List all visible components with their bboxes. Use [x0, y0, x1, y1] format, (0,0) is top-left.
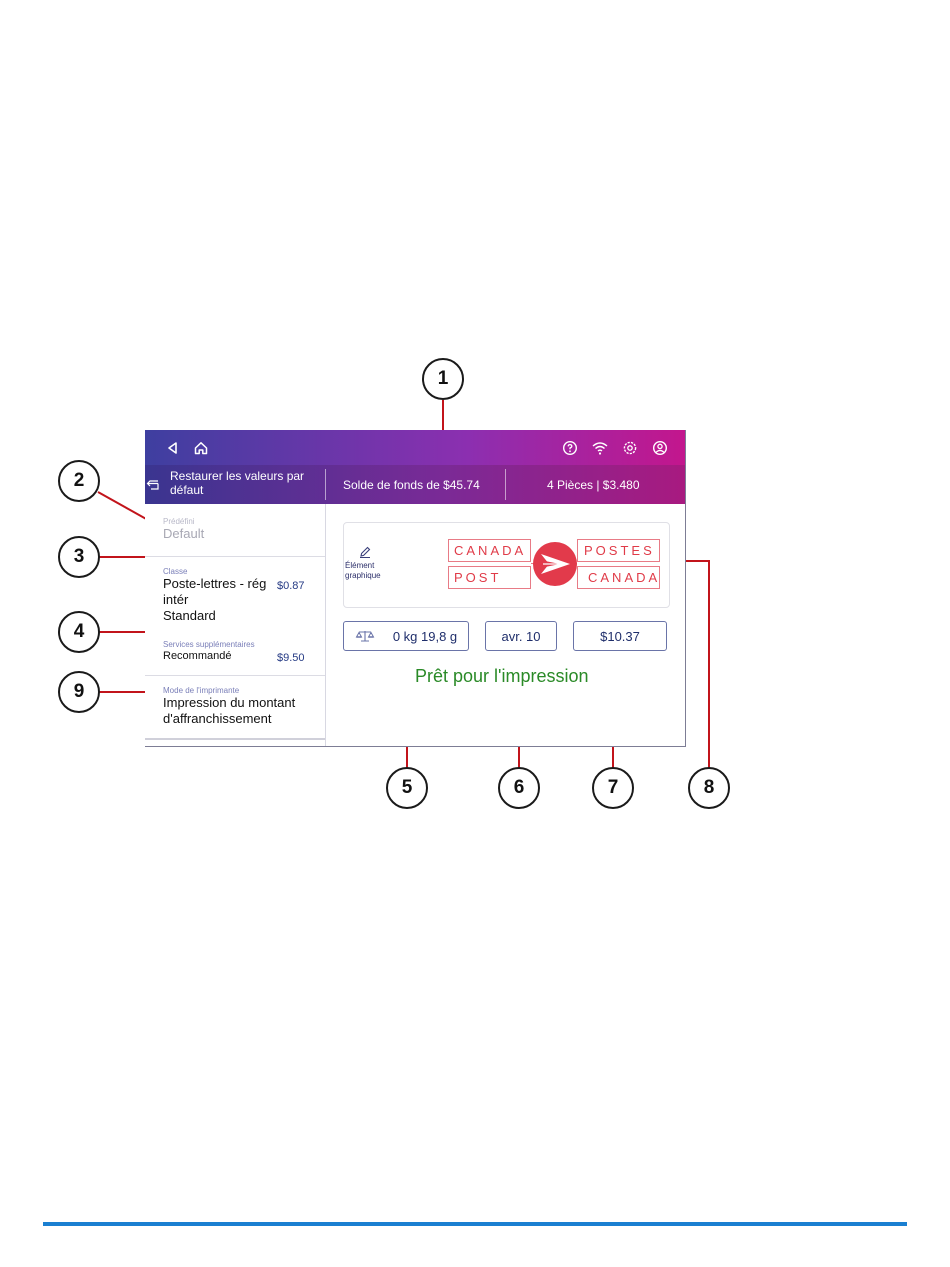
weight-value: 0 kg 19,8 g: [392, 628, 458, 644]
callout-1: 1: [422, 358, 464, 400]
logo-text-postes: POSTES: [577, 539, 660, 562]
extra-services-selector[interactable]: Services supplémentaires Recommandé $9.5…: [163, 640, 323, 672]
pieces-counter[interactable]: 4 Pièces | $3.480: [547, 465, 640, 504]
services-label: Services supplémentaires: [163, 640, 255, 649]
weight-field[interactable]: 0 kg 19,8 g: [343, 621, 469, 651]
funds-balance-label: Solde de fonds de $45.74: [343, 477, 480, 492]
class-label: Classe: [163, 567, 188, 576]
printer-mode-selector[interactable]: Mode de l'imprimante Impression du monta…: [163, 686, 323, 736]
postage-amount-field[interactable]: $10.37: [573, 621, 667, 651]
settings-icon[interactable]: [620, 438, 640, 458]
restore-icon: [145, 477, 161, 493]
logo-text-canada-fr: CANADA: [577, 566, 660, 589]
preset-value: Default: [163, 526, 205, 541]
printer-mode-line2: d'affranchissement: [163, 711, 272, 726]
left-settings-panel: Prédéfini Default Classe Poste-lettres -…: [145, 504, 326, 746]
ready-to-print-message: Prêt pour l'impression: [415, 666, 589, 686]
callout-5: 5: [386, 767, 428, 809]
device-screen: Restaurer les valeurs par défaut Solde d…: [145, 430, 686, 747]
callout-8: 8: [688, 767, 730, 809]
postage-amount-value: $10.37: [600, 628, 640, 644]
printer-mode-label: Mode de l'imprimante: [163, 686, 240, 695]
graphic-element-box[interactable]: Élément graphique CANADA POSTES POST CAN…: [343, 522, 670, 608]
panel-divider: [145, 675, 325, 676]
wifi-icon[interactable]: [590, 438, 610, 458]
pieces-counter-label: 4 Pièces | $3.480: [547, 477, 640, 492]
services-price: $9.50: [277, 652, 305, 664]
graphic-label-line2: graphique: [345, 571, 381, 580]
callout-7: 7: [592, 767, 634, 809]
back-icon[interactable]: [163, 438, 183, 458]
class-price: $0.87: [277, 580, 305, 592]
scale-icon: [355, 629, 375, 643]
preset-label: Prédéfini: [163, 517, 195, 526]
funds-balance[interactable]: Solde de fonds de $45.74: [343, 465, 480, 504]
restore-defaults-label: Restaurer les valeurs par défaut: [170, 469, 305, 497]
services-value: Recommandé: [163, 650, 232, 662]
account-icon[interactable]: [650, 438, 670, 458]
footer-rule: [43, 1222, 907, 1226]
callout-4: 4: [58, 611, 100, 653]
edit-pencil-icon: [358, 545, 372, 564]
status-bar: Restaurer les valeurs par défaut Solde d…: [145, 465, 685, 504]
printer-mode-line1: Impression du montant: [163, 695, 296, 710]
canada-post-logo: CANADA POSTES POST CANADA: [448, 539, 660, 589]
panel-divider: [145, 556, 325, 557]
class-line1: Poste-lettres - rég: [163, 576, 267, 591]
graphic-element-label: Élément graphique: [345, 561, 405, 581]
date-field[interactable]: avr. 10: [485, 621, 557, 651]
callout-3: 3: [58, 536, 100, 578]
graphic-label-line1: Élément: [345, 561, 375, 570]
preset-selector[interactable]: Prédéfini Default: [163, 517, 313, 547]
status-divider: [325, 469, 326, 500]
class-line2: intér: [163, 592, 189, 607]
class-line3: Standard: [163, 608, 216, 623]
home-icon[interactable]: [191, 438, 211, 458]
status-divider: [505, 469, 506, 500]
date-value: avr. 10: [501, 628, 541, 644]
restore-defaults-button[interactable]: Restaurer les valeurs par défaut: [170, 469, 320, 501]
help-icon[interactable]: [560, 438, 580, 458]
top-navigation-bar: [145, 430, 685, 465]
class-selector[interactable]: Classe Poste-lettres - rég intér Standar…: [163, 567, 323, 647]
logo-text-post: POST: [448, 566, 531, 589]
callout-9: 9: [58, 671, 100, 713]
callout-2: 2: [58, 460, 100, 502]
canada-post-emblem-icon: [532, 541, 578, 592]
panel-divider: [145, 738, 325, 740]
logo-text-canada: CANADA: [448, 539, 531, 562]
callout-6: 6: [498, 767, 540, 809]
